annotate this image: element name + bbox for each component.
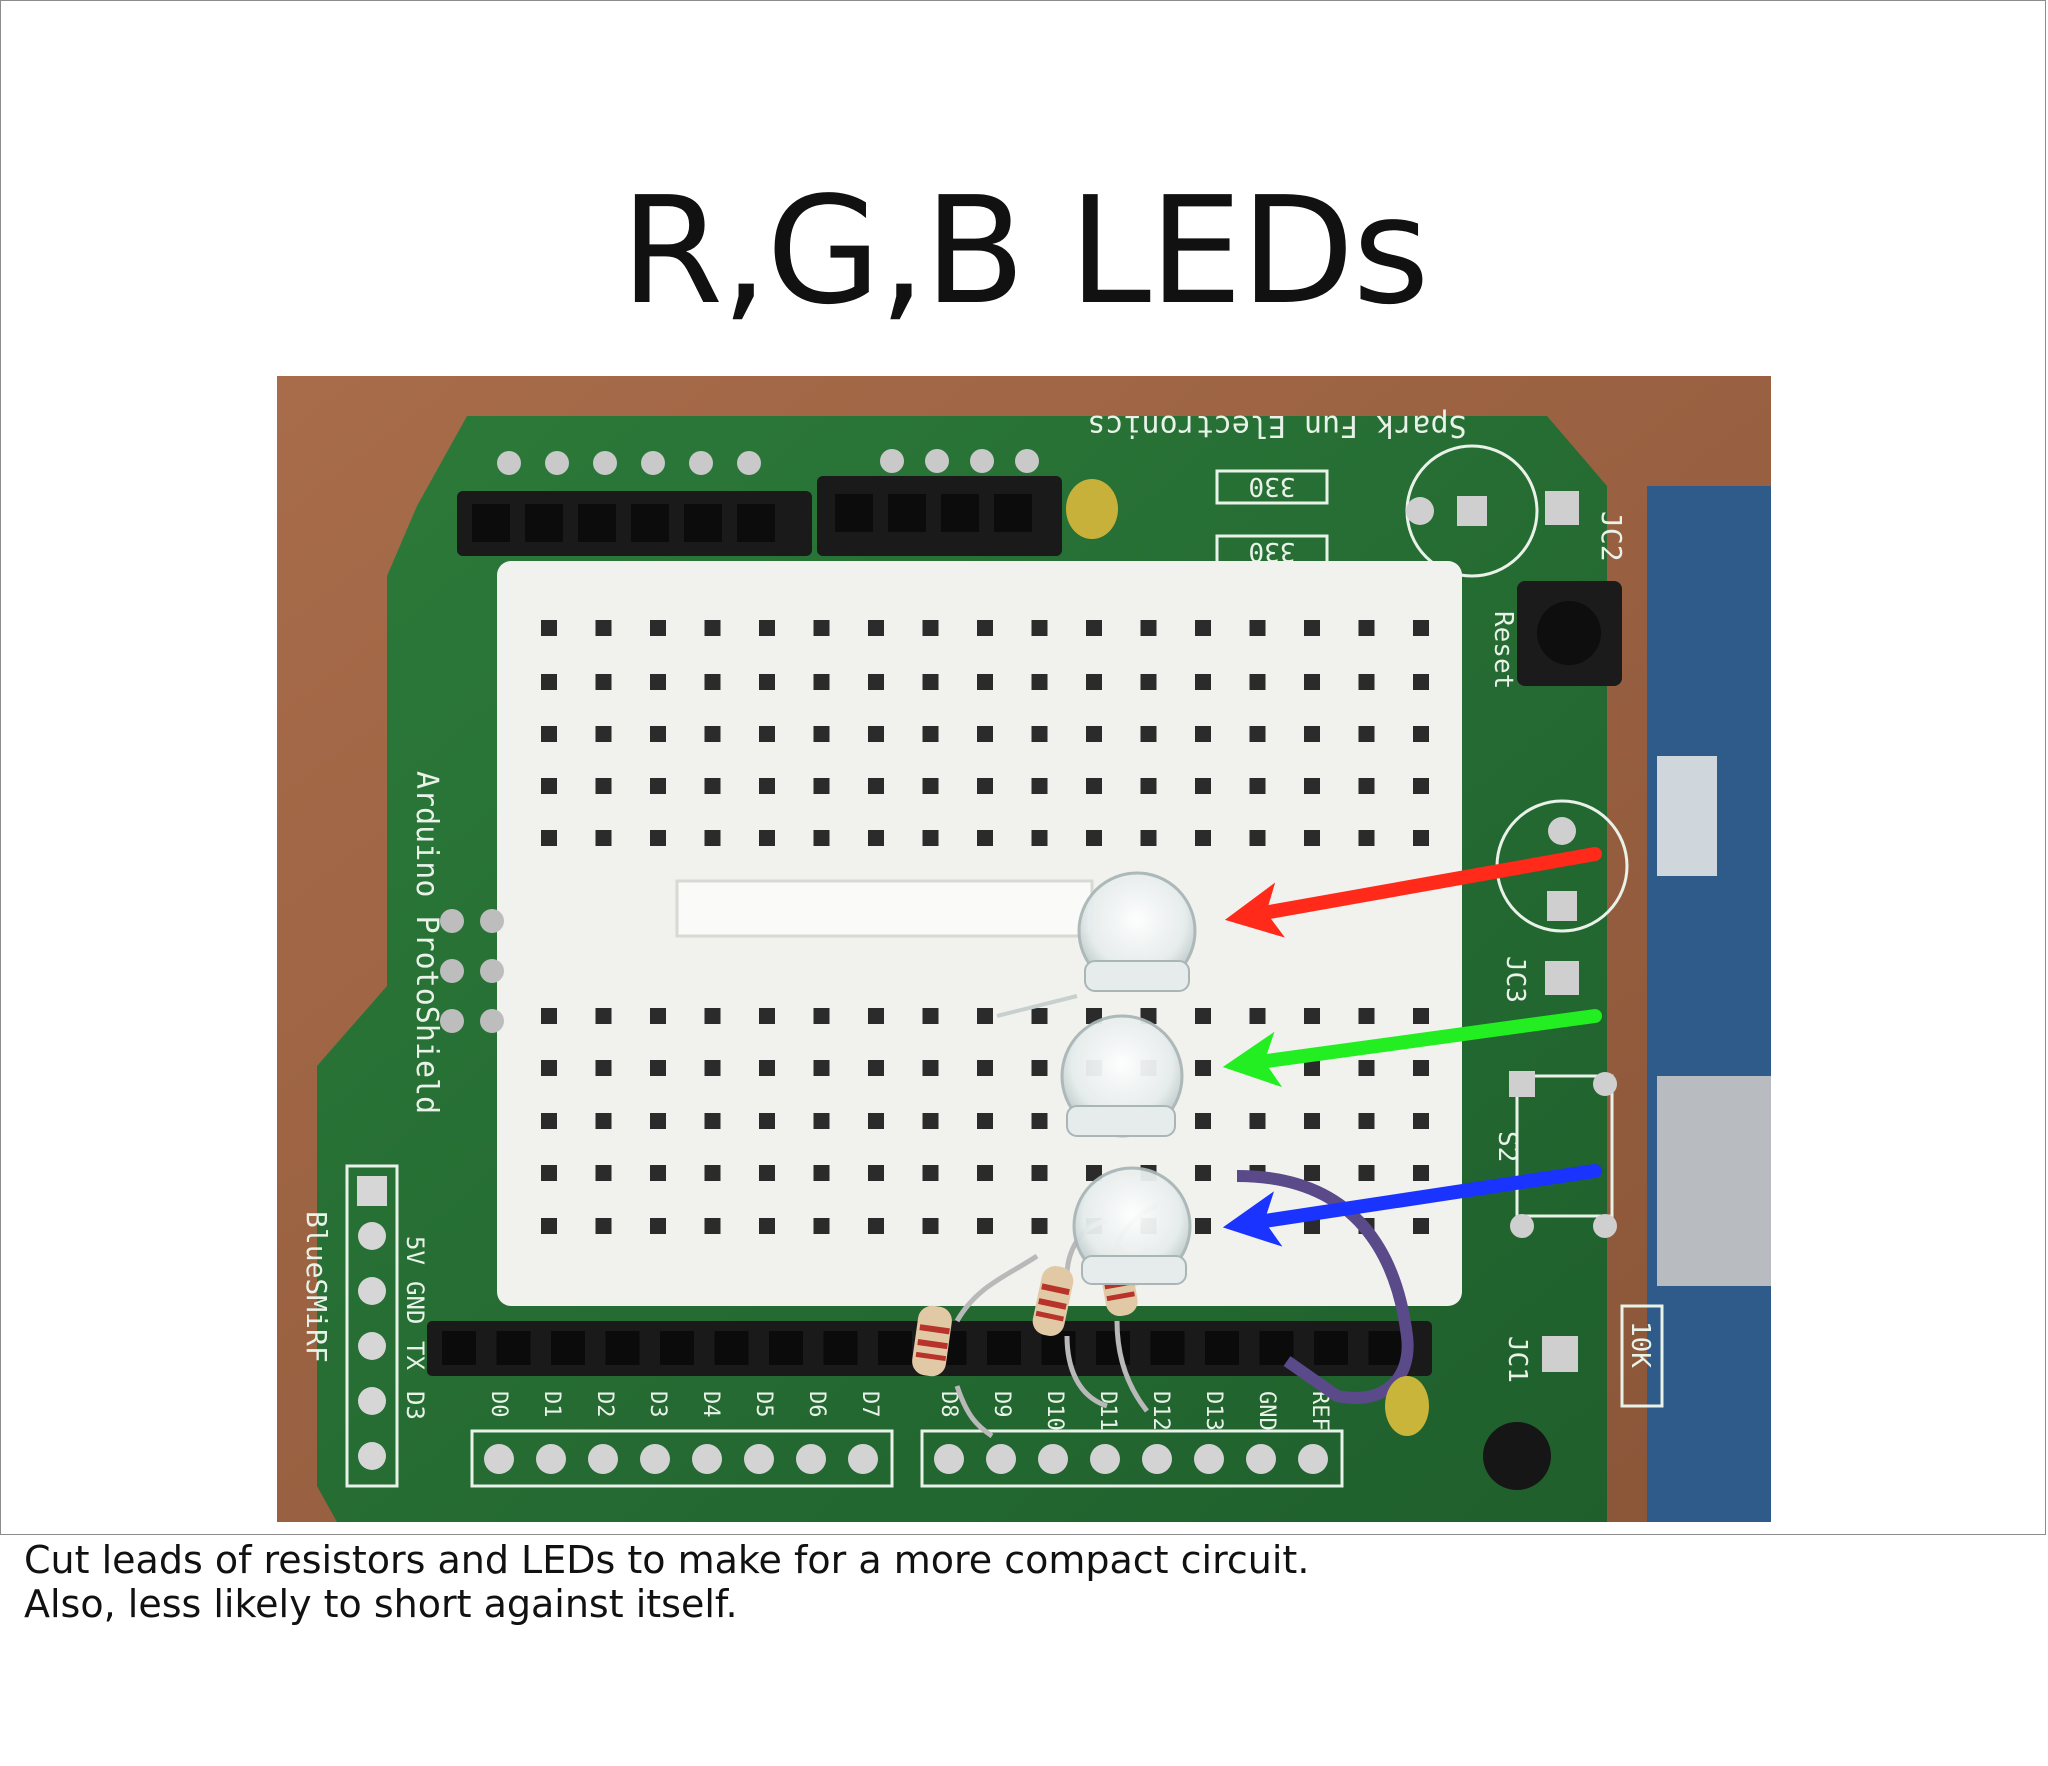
green-led-arrow [1222,1009,1602,1088]
bt-label-tx: TX [401,1341,429,1370]
slide-title: R,G,B LEDs [620,165,1429,337]
slide: R,G,B LEDs [0,0,2046,1535]
pin-label: D4 [698,1391,723,1418]
bt-label-5v: 5V [401,1236,429,1265]
speaker-notes: Cut leads of resistors and LEDs to make … [24,1538,2024,1626]
circuit-photo-drawing: 330 330 Spark Fun Electronics JC2 Reset … [277,376,1771,1522]
bt-label-d3: D3 [401,1391,429,1420]
pin-label: D0 [486,1391,511,1418]
pin-label: D1 [539,1391,564,1418]
blue-led-arrow [1222,1164,1602,1247]
pin-label: D12 [1148,1391,1173,1431]
reset-label: Reset [1488,611,1518,689]
s2-label: S2 [1492,1131,1522,1162]
board-silkscreen: Arduino ProtoShield [409,771,444,1114]
notes-line-1: Cut leads of resistors and LEDs to make … [24,1538,1310,1582]
circuit-photo: 330 330 Spark Fun Electronics JC2 Reset … [277,376,1771,1522]
pin-label: D10 [1042,1391,1067,1431]
pin-label: D13 [1201,1391,1226,1431]
module-silkscreen: BlueSMiRF [300,1211,333,1363]
pin-label: D6 [804,1391,829,1418]
pin-label: D8 [936,1391,961,1418]
jc3-label: JC3 [1500,956,1530,1003]
resistor-label-1: 330 [1249,471,1296,501]
bt-label-gnd: GND [401,1281,429,1324]
pin-label: D11 [1095,1391,1120,1431]
pin-label: D3 [645,1391,670,1418]
pin-label: D5 [751,1391,776,1418]
jc1-label: JC1 [1502,1336,1532,1383]
pot-label: 10K [1625,1321,1655,1368]
pin-label: GND [1254,1391,1279,1431]
pin-label: D7 [857,1391,882,1418]
pin-label: REF [1307,1391,1332,1431]
brand-silkscreen: Spark Fun Electronics [1087,408,1466,443]
jc2-label: JC2 [1595,511,1628,562]
pin-label: D2 [592,1391,617,1418]
red-led-arrow [1224,847,1602,938]
pin-label: D9 [989,1391,1014,1418]
notes-line-2: Also, less likely to short against itsel… [24,1582,738,1626]
